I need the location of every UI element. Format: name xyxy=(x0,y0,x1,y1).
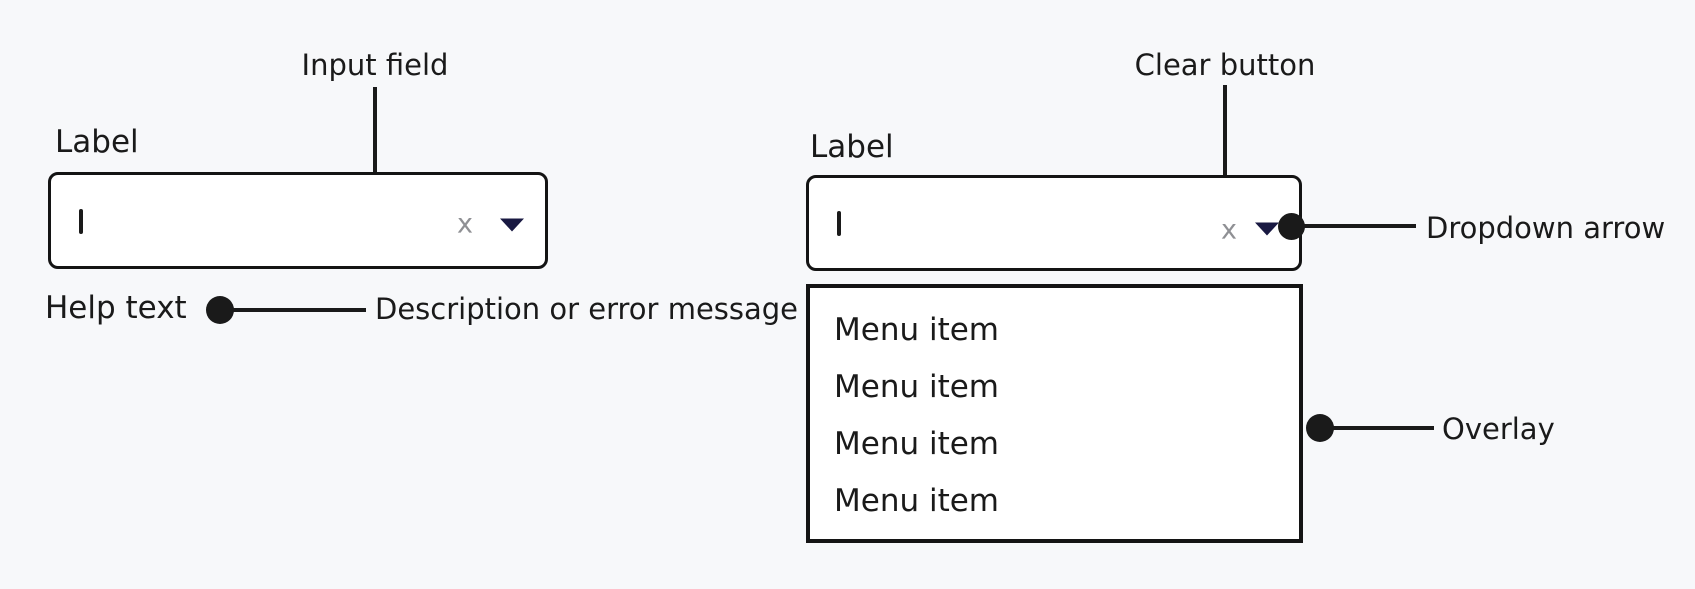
left-combobox-label: Label xyxy=(55,124,139,160)
dropdown-arrow-icon[interactable] xyxy=(500,218,524,232)
annotation-dot-dropdown-arrow xyxy=(1278,213,1305,240)
annotation-dot-overlay xyxy=(1306,414,1334,442)
annotation-dot-help xyxy=(206,296,234,324)
clear-button[interactable]: x xyxy=(1221,214,1237,246)
menu-item[interactable]: Menu item xyxy=(834,483,1000,519)
text-caret xyxy=(79,209,83,234)
clear-button[interactable]: x xyxy=(457,208,473,240)
combobox-menu-overlay: Menu item Menu item Menu item Menu item xyxy=(806,284,1303,543)
dropdown-arrow-icon[interactable] xyxy=(1255,222,1279,236)
annotation-help: Description or error message xyxy=(375,292,799,326)
annotation-line-input-field xyxy=(373,87,377,193)
annotation-line-clear-button xyxy=(1223,85,1227,203)
menu-item[interactable]: Menu item xyxy=(834,369,1000,405)
annotation-line-dropdown-arrow xyxy=(1302,224,1416,228)
menu-item[interactable]: Menu item xyxy=(834,426,1000,462)
menu-item[interactable]: Menu item xyxy=(834,312,1000,348)
right-combobox-label: Label xyxy=(810,129,894,165)
annotation-line-help xyxy=(232,308,366,312)
annotation-line-overlay xyxy=(1330,426,1434,430)
left-combobox-input[interactable]: x xyxy=(48,172,548,269)
left-combobox-help-text: Help text xyxy=(45,290,187,326)
annotation-clear-button: Clear button xyxy=(1134,48,1316,82)
right-combobox-input[interactable]: x xyxy=(806,175,1302,271)
text-caret xyxy=(837,211,841,236)
annotation-overlay: Overlay xyxy=(1442,412,1555,446)
annotation-dropdown-arrow: Dropdown arrow xyxy=(1426,211,1666,245)
annotation-input-field: Input field xyxy=(301,48,449,82)
